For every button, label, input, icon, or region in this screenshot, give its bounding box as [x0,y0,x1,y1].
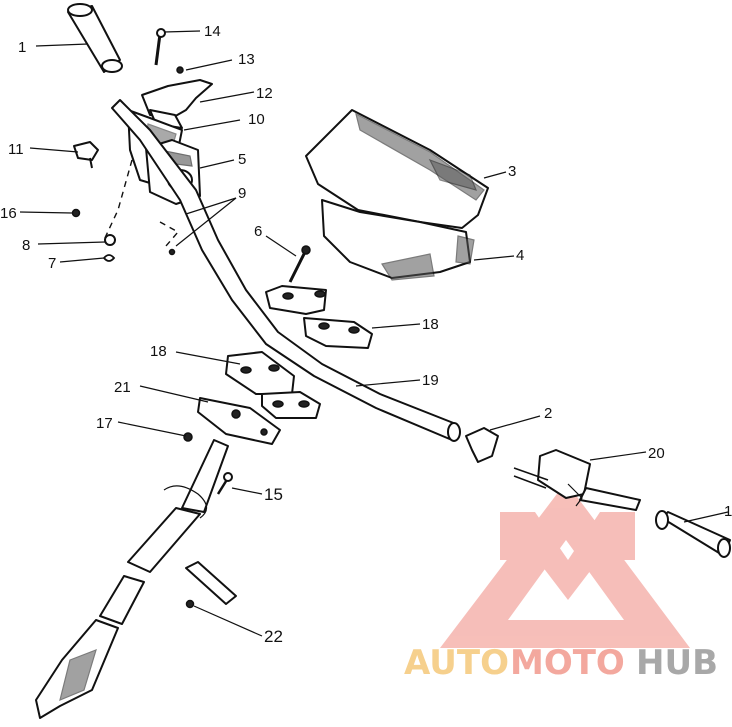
callout-label: 14 [204,23,221,40]
watermark-logo [440,482,690,648]
callout-label: 1 [724,503,732,520]
callout-label: 10 [248,111,265,128]
callout-label: 5 [238,151,246,168]
callout-label: 21 [114,379,131,396]
part-11-clamp [73,141,99,169]
callout-label: 1 [18,39,26,56]
part-19-handlebar [111,99,461,442]
callout-label: 6 [254,223,262,240]
part-20-switch [513,449,641,511]
callout-label: 3 [508,163,516,180]
callout-label: 11 [8,141,24,158]
callout-label: 18 [150,343,167,360]
callout-label: 4 [516,247,524,264]
callout-label: 9 [238,185,246,202]
callout-label: 16 [0,205,17,222]
callout-label: 22 [264,627,283,646]
part-1-left-grip [67,3,123,73]
part-18-lower-clamp [225,351,321,419]
part-2-clip [465,427,499,463]
part-4-lower-cover [321,199,475,281]
callout-label: 19 [422,372,439,389]
part-9-cable [103,159,180,256]
callout-label: 13 [238,51,255,68]
part-3-headlight-housing [305,109,489,229]
watermark-auto: AUTO [404,643,509,683]
callout-label: 7 [48,255,56,272]
watermark-triangle [440,482,690,648]
part-14-pin [154,28,166,66]
part-22-pin [185,561,237,609]
part-8-washer [104,234,116,246]
part-15-bolt [216,472,233,495]
callout-label: 15 [264,485,283,504]
callout-labels: 1 14 13 12 11 10 5 9 16 8 7 6 3 4 18 18 … [0,23,732,646]
callout-label: 12 [256,85,273,102]
callout-label: 17 [96,415,113,432]
part-6-bolt [288,245,311,283]
watermark-letter-m [500,512,635,600]
part-13-clip [176,66,184,74]
callout-label: 20 [648,445,665,462]
watermark-moto: MOTO [510,643,625,683]
callout-label: 18 [422,316,439,333]
part-1-right-grip [655,510,731,558]
part-21-mount-plate [197,397,281,445]
callout-label: 8 [22,237,30,254]
part-17-nut [183,432,193,442]
part-18-upper-clamp-top [265,285,373,349]
steering-column [35,439,229,719]
watermark-wordmark: AUTO MOTO HUB [404,643,718,683]
leader-lines [19,30,729,637]
part-16-nut [71,208,81,218]
part-7-spring-clip [103,254,116,262]
watermark-hub: HUB [636,643,718,683]
callout-label: 2 [544,405,552,422]
